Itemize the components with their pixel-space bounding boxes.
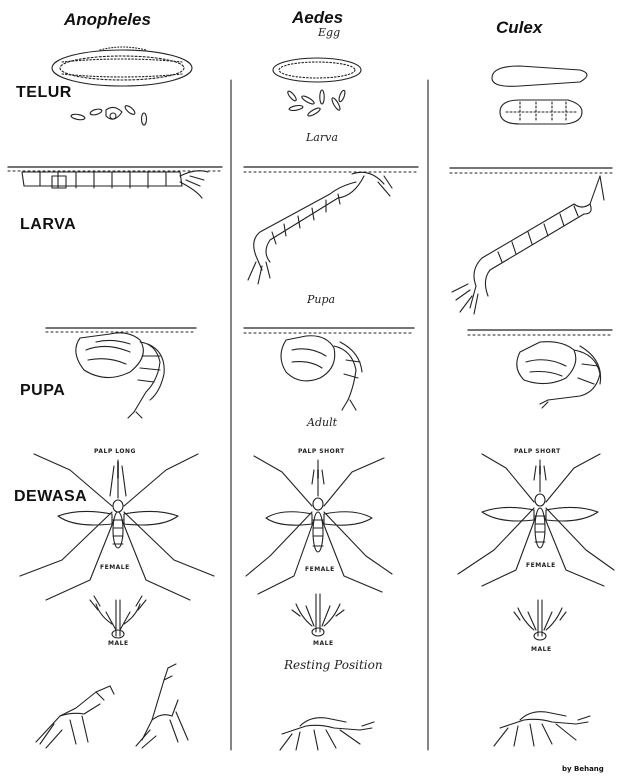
anopheles-male-head xyxy=(90,596,146,638)
anopheles-pupa xyxy=(76,333,164,418)
anopheles-larva xyxy=(22,171,208,198)
culex-female-adult xyxy=(458,454,614,586)
culex-male-head xyxy=(514,600,566,640)
water-surface-dashes xyxy=(8,171,612,335)
aedes-larva xyxy=(248,172,392,284)
culex-larva xyxy=(452,176,604,314)
anopheles-eggs-floating xyxy=(71,104,147,125)
aedes-pupa xyxy=(281,336,362,410)
aedes-male-head xyxy=(292,594,344,636)
anopheles-egg-enlarged xyxy=(52,47,192,86)
aedes-female-adult xyxy=(246,456,392,594)
culex-egg-enlarged xyxy=(492,66,587,86)
aedes-egg-enlarged xyxy=(273,58,361,82)
culex-egg-raft xyxy=(500,100,582,124)
aedes-resting-position xyxy=(280,718,374,750)
anopheles-female-adult xyxy=(20,454,214,600)
water-surfaces xyxy=(8,167,612,330)
culex-pupa xyxy=(517,342,601,408)
culex-resting-position xyxy=(494,712,590,746)
anopheles-resting-position xyxy=(36,664,188,748)
aedes-eggs-scattered xyxy=(286,90,346,118)
